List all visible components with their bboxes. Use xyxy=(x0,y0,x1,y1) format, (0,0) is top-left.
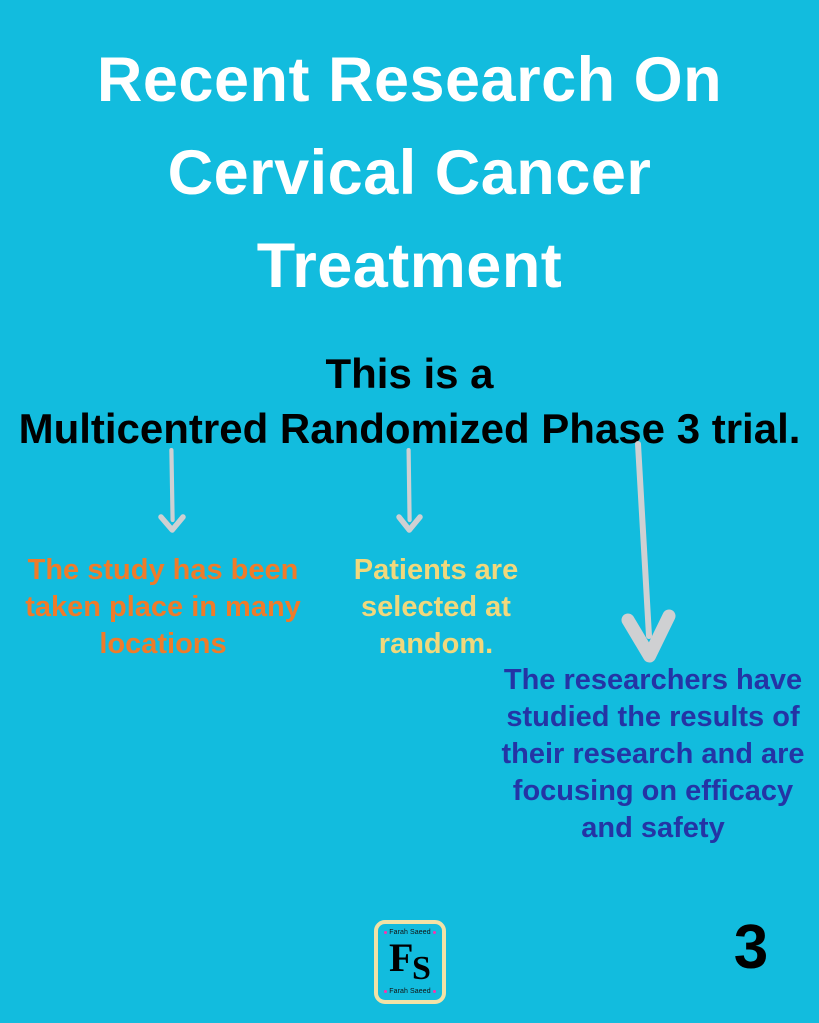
callout-randomization: Patients are selected at random. xyxy=(353,554,519,661)
callout-outcomes: The researchers have studied the results… xyxy=(501,664,805,845)
logo-dot-bottom-right xyxy=(433,990,436,993)
down-arrow-icon-3 xyxy=(621,441,676,663)
logo-inner: Farah Saeed Farah Saeed F S xyxy=(378,924,442,1000)
page-title: Recent Research On Cervical Cancer Treat… xyxy=(96,45,723,301)
logo-dot-top-left xyxy=(384,931,387,934)
down-arrow-icon-2 xyxy=(396,448,423,533)
subtitle-line-1: This is a xyxy=(325,350,494,397)
logo-monogram-f: F xyxy=(389,935,414,980)
logo-wordmark-top: Farah Saeed xyxy=(389,929,431,936)
down-arrow-icon-1 xyxy=(158,448,186,533)
page-number: 3 xyxy=(733,913,769,982)
logo-wordmark-bottom: Farah Saeed xyxy=(389,988,431,995)
brand-logo: Farah Saeed Farah Saeed F S xyxy=(374,920,446,1004)
callout-locations: The study has been taken place in many l… xyxy=(25,554,301,661)
logo-monogram-s: S xyxy=(412,950,431,987)
subtitle-line-2: Multicentred Randomized Phase 3 trial. xyxy=(18,405,801,452)
logo-dot-top-right xyxy=(433,931,436,934)
logo-dot-bottom-left xyxy=(384,990,387,993)
